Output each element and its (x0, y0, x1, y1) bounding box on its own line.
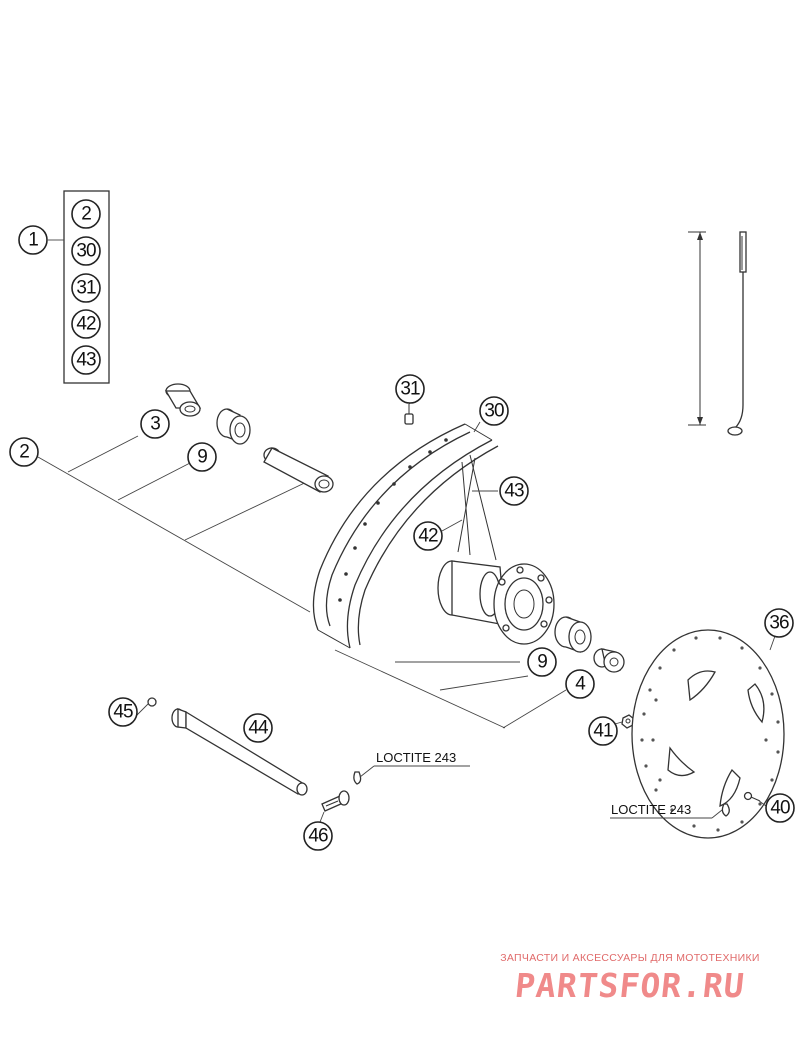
callout-axle-nut[interactable]: 45 (108, 697, 138, 727)
svg-text:3: 3 (150, 414, 160, 435)
svg-text:40: 40 (770, 798, 790, 819)
callout-spacer-3[interactable]: 3 (140, 409, 170, 439)
axle-part (171, 708, 308, 796)
brake-disc-part (631, 629, 785, 839)
spacer-tube-part (263, 447, 334, 493)
callout-kit-item-3[interactable]: 31 (71, 273, 101, 303)
callout-kit-item-1[interactable]: 2 (71, 199, 101, 229)
loctite-drop-right (721, 803, 730, 817)
callout-spoke-nipple[interactable]: 31 (395, 374, 425, 404)
svg-text:2: 2 (19, 442, 29, 463)
callout-kit-main[interactable]: 1 (18, 225, 48, 255)
svg-text:42: 42 (76, 314, 96, 335)
callout-axle[interactable]: 44 (243, 713, 273, 743)
svg-text:2: 2 (81, 204, 91, 225)
svg-text:46: 46 (308, 826, 328, 847)
clamp-screw-part (321, 790, 350, 812)
hub-part (437, 560, 555, 645)
svg-text:1: 1 (28, 230, 38, 251)
loctite-note-left: LOCTITE 243 (376, 750, 456, 765)
watermark-caption: ЗАПЧАСТИ И АКСЕССУАРЫ ДЛЯ МОТОТЕХНИКИ (500, 952, 760, 964)
svg-text:43: 43 (504, 481, 524, 502)
svg-text:9: 9 (537, 652, 547, 673)
bearing-left-part (216, 408, 251, 445)
assembly-leaders-left (37, 435, 316, 613)
loctite-note-right: LOCTITE 243 (611, 802, 691, 817)
svg-text:31: 31 (400, 379, 420, 400)
kit-box (63, 190, 110, 384)
callout-bearing-right[interactable]: 9 (527, 647, 557, 677)
callout-kit-item-4[interactable]: 42 (71, 309, 101, 339)
callout-clamp-screw[interactable]: 46 (303, 821, 333, 851)
spacer-3-part (164, 383, 202, 417)
svg-text:36: 36 (769, 613, 789, 634)
spoke-nipple-part (404, 404, 414, 425)
loctite-drop-left (353, 771, 362, 785)
callout-disc-screw[interactable]: 40 (765, 793, 795, 823)
svg-text:30: 30 (484, 401, 504, 422)
svg-text:41: 41 (593, 721, 613, 742)
axle-nut-part (147, 697, 157, 707)
svg-text:45: 45 (113, 702, 133, 723)
svg-text:44: 44 (248, 718, 269, 739)
callout-spoke-42[interactable]: 42 (413, 521, 443, 551)
callout-brake-disc[interactable]: 36 (764, 608, 794, 638)
kit-group: 1 2 30 31 42 43 (18, 190, 110, 384)
callout-spoke-43[interactable]: 43 (499, 476, 529, 506)
callout-kit-item-5[interactable]: 43 (71, 345, 101, 375)
callout-rim[interactable]: 30 (479, 396, 509, 426)
svg-text:43: 43 (76, 350, 96, 371)
assembly-leaders-right (334, 649, 567, 729)
spoke-length-illustration (688, 231, 747, 436)
callout-spacer-4[interactable]: 4 (565, 669, 595, 699)
bearing-right-part (554, 616, 592, 653)
callout-bearing-left[interactable]: 9 (187, 442, 217, 472)
svg-text:4: 4 (575, 674, 586, 695)
spacer-4-part (593, 648, 625, 673)
watermark-logo: PARTSFOR.RU (513, 966, 747, 1005)
callout-axle-left-spacer[interactable]: 2 (9, 437, 39, 467)
svg-text:31: 31 (76, 278, 96, 299)
svg-text:42: 42 (418, 526, 438, 547)
spokes-part (457, 454, 497, 561)
callout-kit-item-2[interactable]: 30 (71, 236, 101, 266)
callout-disc-nut[interactable]: 41 (588, 716, 618, 746)
watermark: ЗАПЧАСТИ И АКСЕССУАРЫ ДЛЯ МОТОТЕХНИКИ PA… (480, 952, 780, 1005)
svg-text:30: 30 (76, 241, 96, 262)
svg-text:9: 9 (197, 447, 207, 468)
